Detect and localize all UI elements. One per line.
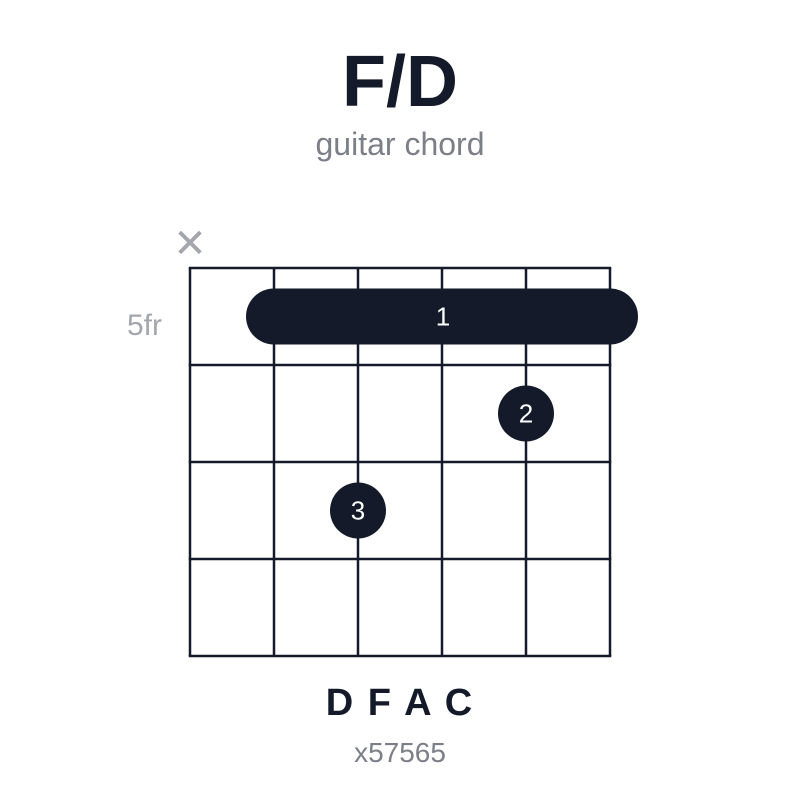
finger-dot (498, 385, 554, 442)
chord-name: F/D (342, 42, 458, 122)
finger-positions: 1 2 3 (246, 288, 638, 539)
barre-finger-label: 1 (436, 302, 450, 332)
muted-string-icon: ✕ (173, 221, 207, 267)
string-markers: ✕ (173, 221, 207, 267)
finger-dot-label: 3 (351, 496, 365, 526)
finger-dot-label: 2 (519, 399, 533, 429)
finger-dot (330, 482, 386, 539)
base-fret-label: 5fr (126, 309, 162, 342)
chord-notes: D F A C (325, 682, 475, 724)
chord-fingering: x57565 (354, 737, 446, 768)
chord-subtitle: guitar chord (315, 126, 485, 162)
barre-bar (246, 288, 638, 345)
